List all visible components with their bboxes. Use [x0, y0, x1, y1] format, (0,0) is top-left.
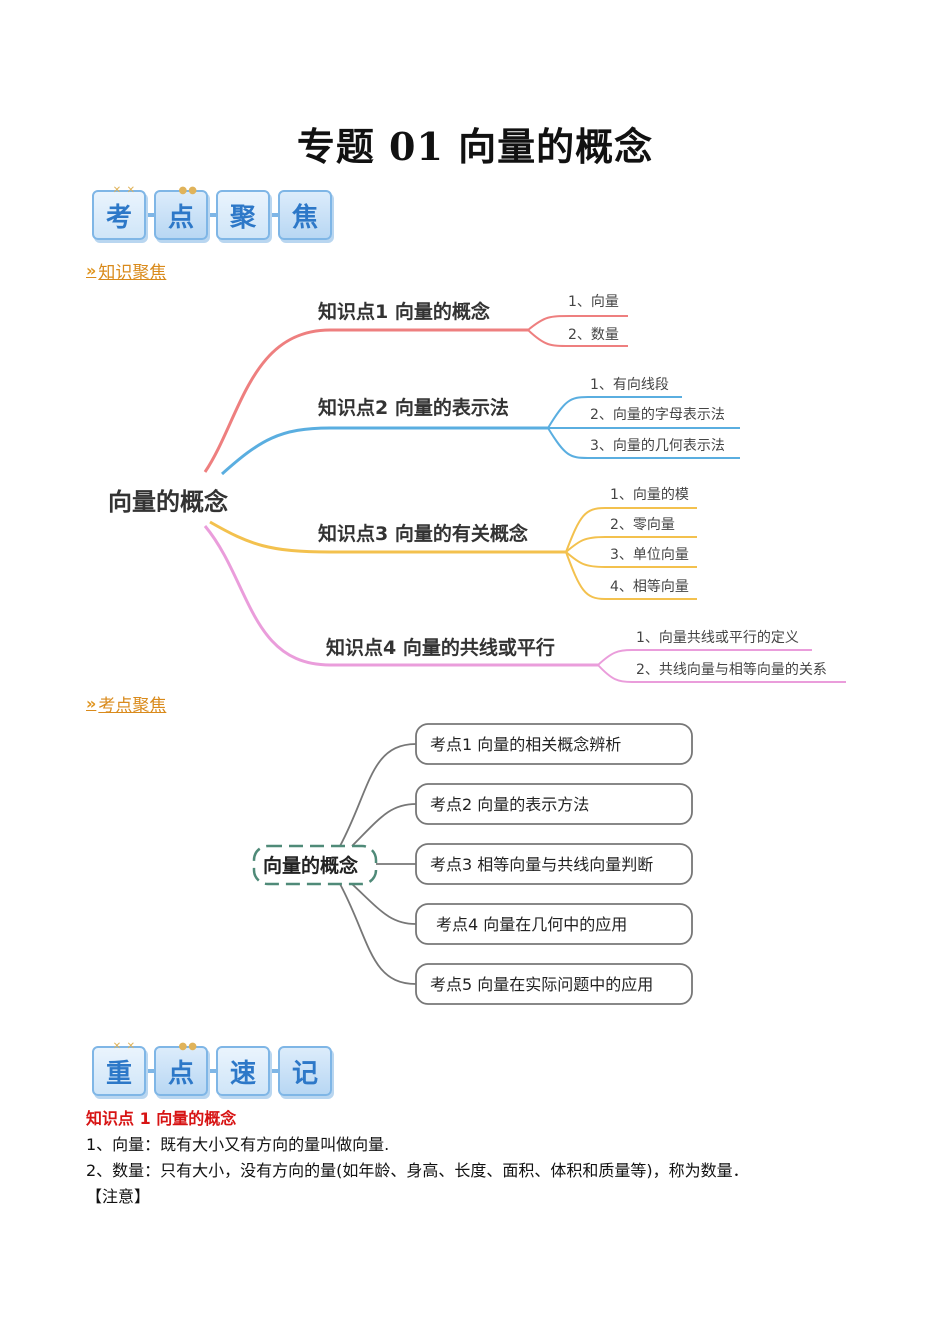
banner-char: 点 — [167, 202, 194, 233]
item-label: 考点5 向量在实际问题中的应用 — [430, 975, 653, 994]
decor-dots-icon: ●● — [178, 1041, 198, 1052]
banner-zhongdian-suji: ✕ ✕ 重 ●● 点 速 记 — [92, 1041, 332, 1096]
item-label: 考点3 相等向量与共线向量判断 — [430, 855, 653, 874]
section-heading-zhishi: » 知识聚焦 — [86, 258, 166, 283]
branch-label: 知识点1 向量的概念 — [318, 300, 490, 323]
banner-tile: ●● 点 — [154, 1041, 208, 1096]
item-label: 考点1 向量的相关概念辨析 — [430, 735, 621, 754]
branch-connector — [209, 520, 566, 554]
leaf-connector — [565, 551, 697, 600]
branch-label: 知识点3 向量的有关概念 — [318, 522, 528, 545]
leaf-connector — [527, 329, 628, 347]
leaf-connector — [547, 396, 682, 429]
leaf-label: 1、向量的模 — [610, 487, 689, 503]
banner-connector — [146, 213, 154, 217]
banner-char: 聚 — [229, 202, 256, 233]
leaf-label: 2、共线向量与相等向量的关系 — [636, 661, 827, 678]
decor-dots-icon: ●● — [178, 185, 198, 196]
double-chevron-icon: » — [86, 694, 97, 713]
item-connector — [339, 743, 417, 847]
leaf-label: 2、向量的字母表示法 — [590, 407, 725, 423]
leaf-connector — [547, 427, 740, 459]
leaf-connector — [597, 649, 812, 666]
banner-tile: ✕ ✕ 重 — [92, 1041, 146, 1096]
item-box — [415, 903, 693, 945]
item-connector — [339, 883, 417, 985]
note-attention: 【注意】 — [86, 1187, 151, 1206]
branch-connector — [203, 328, 528, 473]
item-label: 考点2 向量的表示方法 — [430, 795, 589, 814]
item-box — [415, 783, 693, 825]
section-heading-text: 考点聚焦 — [98, 696, 167, 716]
banner-char: 点 — [167, 1058, 194, 1089]
leaf-connector — [565, 536, 697, 553]
leaf-label: 1、向量共线或平行的定义 — [636, 630, 799, 646]
double-chevron-icon: » — [86, 261, 97, 280]
leaf-connector — [565, 507, 697, 553]
leaf-label: 1、向量 — [568, 294, 619, 310]
banner-char: 速 — [229, 1058, 256, 1089]
branch-label: 知识点2 向量的表示法 — [318, 396, 509, 419]
branch-connector — [203, 525, 598, 667]
banner-tile: 焦 — [278, 190, 332, 240]
banner-connector — [270, 213, 278, 217]
item-label: 考点4 向量在几何中的应用 — [436, 915, 627, 934]
decor-dots-icon: ✕ ✕ — [112, 185, 136, 196]
leaf-connector — [565, 551, 697, 568]
banner-tile: 聚 — [216, 190, 270, 240]
item-box — [415, 843, 693, 885]
item-box — [415, 723, 693, 765]
section-heading-text: 知识聚焦 — [98, 263, 167, 283]
branch-connector — [220, 426, 548, 476]
item-connector — [351, 883, 417, 925]
banner-connector — [208, 1069, 216, 1073]
banner-kaodian-jujiao: ✕ ✕ 考 ●● 点 聚 焦 — [92, 185, 332, 240]
item-box — [415, 963, 693, 1005]
branch-label: 知识点4 向量的共线或平行 — [326, 636, 555, 659]
leaf-label: 3、向量的几何表示法 — [590, 438, 725, 454]
leaf-label: 2、零向量 — [610, 517, 675, 533]
item-connector — [351, 803, 417, 847]
banner-tile: ●● 点 — [154, 185, 208, 240]
note-line: 1、向量：既有大小又有方向的量叫做向量. — [86, 1135, 390, 1154]
banner-char: 重 — [105, 1058, 132, 1089]
section-heading-kaodian: » 考点聚焦 — [86, 691, 166, 716]
leaf-label: 3、单位向量 — [610, 547, 689, 563]
notes-block: 知识点 1 向量的概念 1、向量：既有大小又有方向的量叫做向量. 2、数量：只有… — [86, 1106, 906, 1210]
page-title: 专题 01 向量的概念 — [296, 124, 654, 169]
banner-connector — [208, 213, 216, 217]
leaf-connector — [597, 664, 846, 683]
banner-tile: 速 — [216, 1046, 270, 1096]
banner-tile: 记 — [278, 1046, 332, 1096]
banner-tile: ✕ ✕ 考 — [92, 185, 146, 240]
banner-connector — [146, 1069, 154, 1073]
mindmap-root: 向量的概念 — [108, 488, 228, 516]
leaf-label: 2、数量 — [568, 327, 619, 343]
root-node — [252, 844, 378, 886]
knowledge-mindmap: 向量的概念 知识点1 向量的概念 知识点2 向量的表示法 知识点3 向量的有关概… — [108, 294, 846, 683]
banner-char: 焦 — [291, 202, 318, 233]
mindmap-root: 向量的概念 — [263, 854, 358, 877]
banner-char: 记 — [291, 1058, 318, 1089]
leaf-connector — [527, 315, 628, 331]
banner-connector — [270, 1069, 278, 1073]
note-line: 2、数量：只有大小，没有方向的量(如年龄、身高、长度、面积、体积和质量等)，称为… — [86, 1161, 749, 1180]
banner-char: 考 — [105, 202, 132, 233]
knowledge-point-heading: 知识点 1 向量的概念 — [86, 1109, 237, 1128]
decor-dots-icon: ✕ ✕ — [112, 1041, 136, 1052]
leaf-label: 4、相等向量 — [610, 578, 689, 595]
exam-points-mindmap: 向量的概念 考点1 向量的相关概念辨析 考点2 向量的表示方法 考点3 相等向量… — [252, 723, 693, 1005]
leaf-label: 1、有向线段 — [590, 377, 669, 393]
